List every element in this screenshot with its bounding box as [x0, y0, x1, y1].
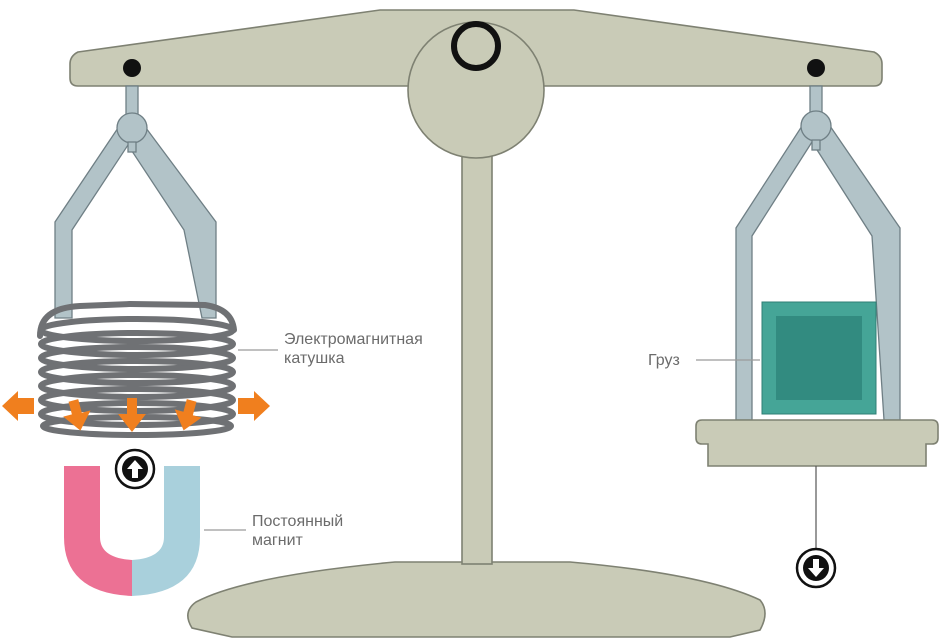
coil-label: Электромагнитная катушка [284, 330, 423, 368]
right-pivot-dot [807, 59, 825, 77]
down-arrow-badge-icon [795, 547, 837, 589]
arrow-down-icon [118, 398, 146, 432]
left-pivot-dot [123, 59, 141, 77]
knob-ring-icon [451, 21, 501, 71]
magnet-label-line-1: Постоянный [252, 513, 344, 530]
magnet-pole-b [132, 466, 200, 596]
permanent-magnet [64, 466, 200, 596]
coil-label-line-2: катушка [284, 350, 345, 367]
up-arrow-badge-icon [114, 448, 156, 490]
force-arrows [2, 391, 270, 432]
weight-block [761, 301, 877, 415]
magnet-label-line-2: магнит [252, 532, 303, 549]
scale-pan [695, 419, 939, 467]
left-hanger [54, 85, 217, 319]
arrow-down-left-icon [63, 399, 91, 431]
magnet-pole-a [64, 466, 132, 596]
coil-label-line-1: Электромагнитная [284, 331, 423, 348]
right-hanger [735, 85, 901, 421]
arrow-down-right-icon [174, 399, 202, 431]
scale-base [187, 561, 766, 638]
scale-hub [407, 21, 545, 159]
weight-label: Груз [648, 351, 680, 370]
weight-label-text: Груз [648, 352, 680, 369]
magnet-label: Постоянный магнит [252, 512, 343, 550]
scale-post [461, 109, 493, 565]
arrow-left-icon [2, 391, 34, 421]
arrow-right-icon [238, 391, 270, 421]
